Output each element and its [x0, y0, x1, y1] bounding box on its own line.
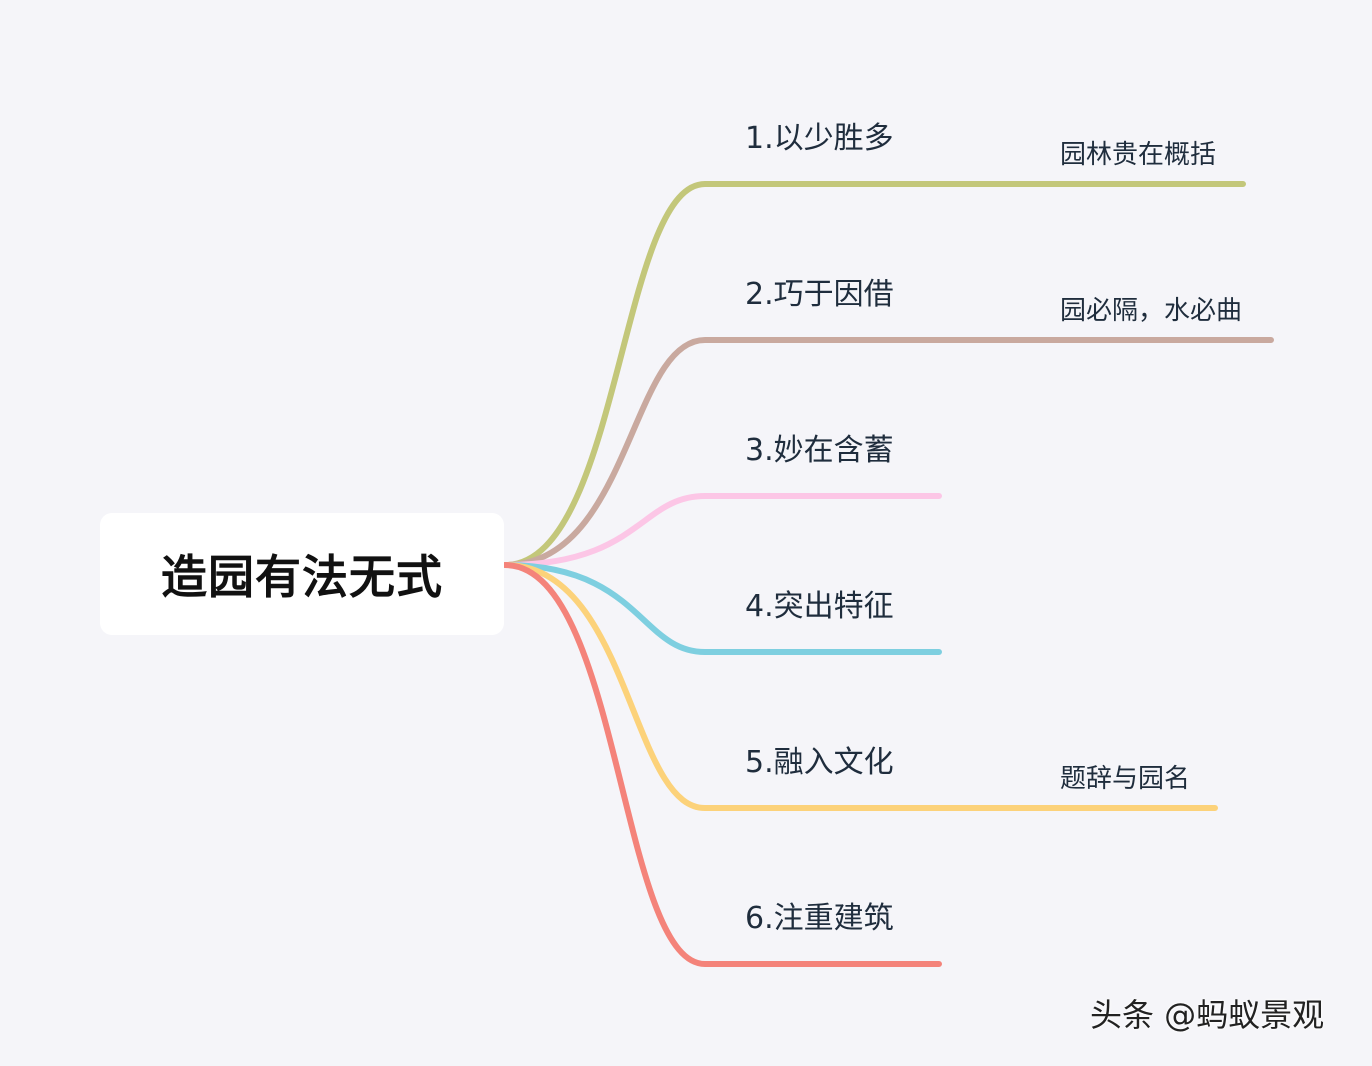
connector-branch-4 [502, 562, 942, 655]
connector-branch-3 [502, 493, 942, 568]
root-label: 造园有法无式 [161, 550, 443, 604]
connector-branch-1 [502, 181, 1246, 568]
branch-label-6[interactable]: 6.注重建筑 [745, 901, 894, 936]
branch-label-4[interactable]: 4.突出特征 [745, 589, 894, 624]
sub-label-1[interactable]: 园林贵在概括 [1060, 140, 1217, 170]
connector-branch-6 [502, 562, 942, 967]
connector-branch-5 [502, 562, 1218, 811]
connector-branch-2 [502, 337, 1274, 568]
sub-label-2[interactable]: 园必隔，水必曲 [1060, 296, 1243, 326]
root-node[interactable]: 造园有法无式 [100, 513, 504, 635]
branch-label-5[interactable]: 5.融入文化 [745, 745, 894, 780]
branch-label-1[interactable]: 1.以少胜多 [745, 121, 894, 156]
branch-label-2[interactable]: 2.巧于因借 [745, 277, 894, 312]
branch-label-3[interactable]: 3.妙在含蓄 [745, 433, 894, 468]
watermark: 头条 @蚂蚁景观 [1090, 996, 1325, 1034]
sub-label-5[interactable]: 题辞与园名 [1060, 764, 1191, 794]
